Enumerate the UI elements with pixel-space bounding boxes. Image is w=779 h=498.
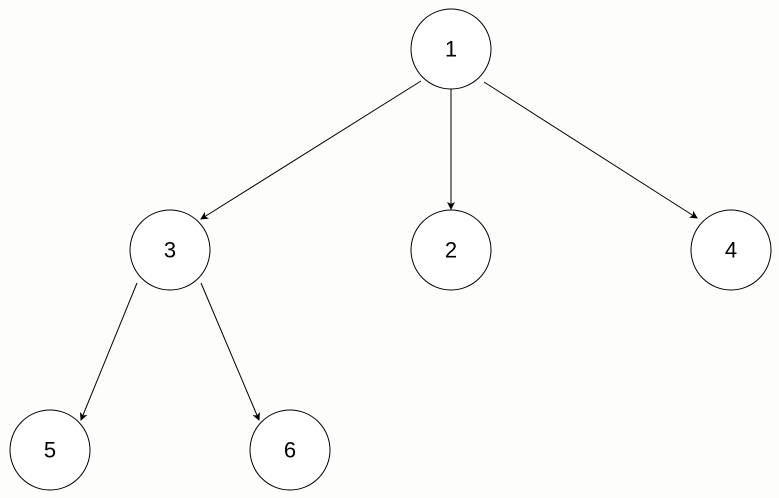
edge-3-5 <box>79 282 138 421</box>
edge-1-3 <box>200 80 422 220</box>
edge-1-4 <box>483 81 698 219</box>
node-2: 2 <box>410 209 492 291</box>
node-1-label: 1 <box>445 37 457 62</box>
node-6-label: 6 <box>284 438 296 463</box>
node-4-label: 4 <box>725 238 737 263</box>
node-1: 1 <box>410 8 492 90</box>
edge-3-6 <box>200 282 260 421</box>
node-5-label: 5 <box>44 438 56 463</box>
node-2-label: 2 <box>445 238 457 263</box>
node-3: 3 <box>129 209 211 291</box>
node-6: 6 <box>249 409 331 491</box>
node-3-label: 3 <box>164 238 176 263</box>
node-4: 4 <box>690 209 772 291</box>
node-5: 5 <box>9 409 91 491</box>
